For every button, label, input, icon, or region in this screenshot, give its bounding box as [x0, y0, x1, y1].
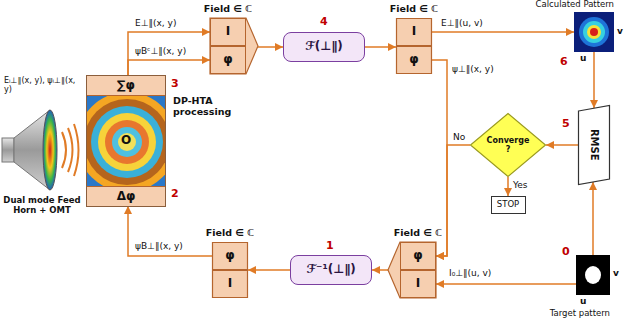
- flow-arrow: [372, 269, 388, 271]
- field-box: Field ∈ ℂIφ: [210, 18, 258, 74]
- figure-label: v: [613, 268, 619, 278]
- node-text: RMSE: [588, 129, 600, 161]
- node-text: Converge ?: [485, 136, 531, 154]
- stop-box: STOP: [491, 196, 526, 214]
- node-text: DP-HTA processing: [173, 96, 231, 118]
- calculated-pattern-image: [574, 12, 614, 52]
- edge-label: E⊥∥(u, v): [440, 18, 484, 28]
- node-text: ℱ(⊥∥): [305, 40, 343, 54]
- callout-number: 3: [171, 78, 179, 91]
- callout-number: 0: [562, 246, 570, 259]
- node-text: Δφ: [117, 190, 136, 204]
- flow-arrow: [365, 46, 396, 48]
- field-cell: I: [212, 270, 248, 298]
- flow-arrow: [593, 52, 595, 108]
- field-cell: φ: [400, 242, 436, 270]
- flow-arrow: [592, 182, 594, 255]
- node-outline-shape: [471, 114, 546, 177]
- figure-label: Eᵢ⊥∥(x, y), ψᵢ⊥∥(x, y): [4, 76, 84, 94]
- flow-arrow: [546, 144, 578, 146]
- field-cell: φ: [210, 46, 246, 74]
- sum-phase-band: ∑φ: [87, 76, 165, 96]
- edge-label: ψB⊥∥(x, y): [134, 241, 184, 251]
- field-cell: I: [396, 18, 432, 46]
- callout-number: 6: [560, 56, 568, 69]
- delta-phase-band: Δφ: [87, 186, 165, 206]
- node-text: φ: [225, 249, 234, 263]
- flow-arrow: [128, 206, 212, 256]
- node-outline-shape: [388, 242, 436, 298]
- node-outline-shape: [397, 19, 432, 74]
- node-text: ℱ⁻¹(⊥∥): [306, 263, 355, 277]
- flow-arrow: [248, 269, 290, 271]
- feed-horn: [0, 100, 84, 200]
- edge-label: No: [452, 132, 466, 142]
- figure-label: u: [580, 53, 586, 63]
- inverse-transform-box: ℱ⁻¹(⊥∥): [290, 255, 372, 285]
- node-text: I: [416, 277, 420, 291]
- node-text: I: [412, 25, 416, 39]
- flow-arrow: [128, 32, 210, 76]
- rmse-block: RMSE: [578, 105, 610, 185]
- flow-arrow: [128, 60, 210, 76]
- field-box: Field ∈ ℂIφ: [396, 18, 432, 74]
- transform-box: ℱ(⊥∥): [283, 32, 365, 62]
- callout-number: 2: [171, 188, 179, 201]
- node-text: ∑φ: [117, 79, 135, 93]
- figure-label: Dual mode Feed Horn + OMT: [2, 196, 82, 216]
- figure-label: O: [121, 134, 131, 148]
- decision-diamond: Converge ?: [470, 113, 546, 177]
- node-outline-shape: [213, 243, 248, 298]
- node-outline-shape: [579, 106, 610, 185]
- node-text: φ: [409, 53, 418, 67]
- callout-number: 1: [326, 240, 334, 253]
- flow-arrow: [507, 177, 509, 196]
- callout-number: 4: [320, 16, 328, 29]
- node-text: φ: [223, 53, 232, 67]
- node-text: Target pattern: [550, 309, 610, 319]
- edge-label: ψBᶜ⊥∥(x, y): [134, 46, 187, 56]
- flow-arrow: [432, 60, 447, 256]
- figure-label: v: [617, 26, 623, 36]
- node-text: I: [228, 277, 232, 291]
- field-cell: I: [400, 270, 436, 298]
- field-cell: φ: [396, 46, 432, 74]
- target-pattern: Target pattern: [576, 255, 610, 295]
- node-text: Field ∈ ℂ: [394, 228, 442, 239]
- edge-label: Yes: [512, 180, 529, 190]
- node-text: Calculated Pattern: [536, 0, 614, 10]
- edge-label: I₀⊥∥(u, v): [448, 268, 492, 278]
- target-pattern-image: [576, 255, 610, 295]
- flow-arrow: [258, 46, 283, 48]
- node-text: φ: [413, 249, 422, 263]
- flow-arrow: [436, 283, 576, 285]
- node-text: Field ∈ ℂ: [204, 4, 252, 15]
- field-cell: φ: [212, 242, 248, 270]
- field-box: Field ∈ ℂφI: [212, 242, 248, 298]
- node-text: Field ∈ ℂ: [390, 4, 438, 15]
- field-box: Field ∈ ℂφI: [388, 242, 436, 298]
- edge-label: ψ⊥∥(x, y): [451, 64, 495, 74]
- flow-arrow: [436, 145, 470, 256]
- figure-label: u: [580, 296, 586, 306]
- node-text: STOP: [497, 200, 519, 210]
- node-outline-shape: [210, 18, 258, 74]
- field-cell: I: [210, 18, 246, 46]
- callout-number: 5: [562, 118, 570, 131]
- calculated-pattern: Calculated Pattern: [574, 12, 614, 52]
- node-text: I: [226, 25, 230, 39]
- edge-label: E⊥∥(x, y): [134, 18, 177, 28]
- flow-arrow: [432, 31, 574, 33]
- node-text: Field ∈ ℂ: [206, 228, 254, 239]
